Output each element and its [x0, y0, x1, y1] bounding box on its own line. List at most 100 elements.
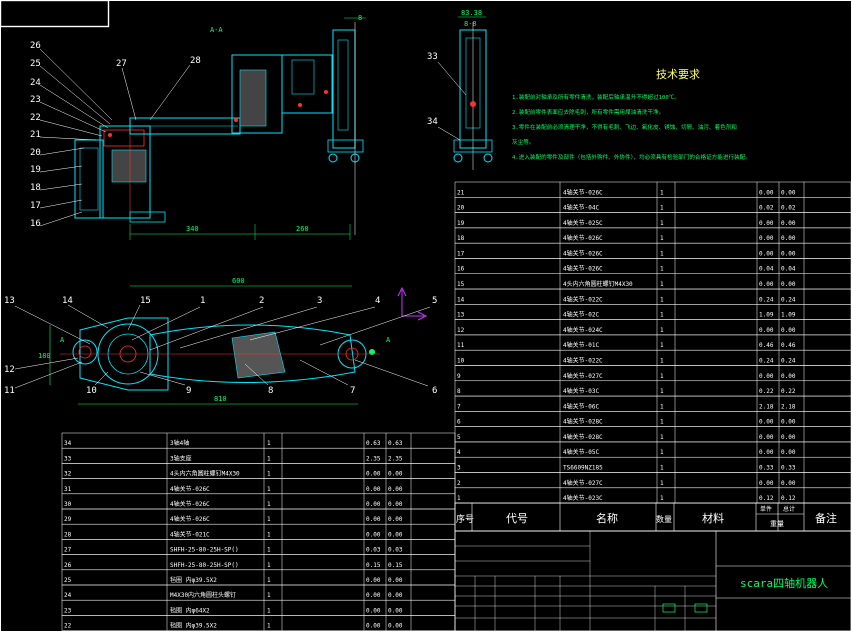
bom-cell: 1 — [267, 623, 271, 630]
bom-cell: 5 — [457, 434, 461, 441]
bom-cell: 0.15 — [388, 562, 403, 569]
bom-cell: 1.09 — [781, 312, 796, 319]
bom-cell: 1 — [660, 296, 664, 303]
bom-cell: 0.03 — [366, 547, 381, 554]
bom-cell: 29 — [64, 516, 72, 523]
balloon: 22 — [30, 113, 41, 123]
bom-cell: 1 — [267, 501, 271, 508]
bom-cell: 0.00 — [781, 281, 796, 288]
side-view: 83.38 8-8 33 34 — [427, 9, 493, 170]
bom-cell: 0.15 — [366, 562, 381, 569]
bom-cell: 0.00 — [388, 486, 403, 493]
bom-cell: 34 — [64, 440, 72, 447]
bom-cell: 0.00 — [366, 501, 381, 508]
bom-cell: 毡圈 内φ39.5X2 — [170, 622, 217, 630]
balloon: 19 — [30, 165, 41, 175]
dim-left-span: 340 — [186, 225, 199, 233]
bom-cell: 0.00 — [781, 250, 796, 257]
bom-cell: 1 — [660, 220, 664, 227]
balloon: 17 — [30, 201, 41, 211]
bom-cell: 0.00 — [366, 577, 381, 584]
dim-plan-height: 180 — [38, 352, 51, 360]
bom-cell: 1 — [660, 342, 664, 349]
bom-cell: 0.02 — [759, 205, 774, 212]
bom-cell: 1 — [660, 465, 664, 472]
bom-cell: 4轴关节-025C — [563, 219, 603, 227]
bom-cell: 4头内六角圆柱螺钉M4X30 — [170, 470, 240, 478]
balloon: 2 — [259, 296, 264, 306]
dim-side-inner: 8-8 — [464, 20, 477, 28]
balloon: 21 — [30, 130, 41, 140]
bom-cell: 0.63 — [388, 440, 403, 447]
bom-cell: 0.00 — [759, 281, 774, 288]
bom-cell: 1 — [660, 235, 664, 242]
bom-cell: 4轴关节-024C — [563, 326, 603, 334]
bom-cell: 23 — [64, 607, 72, 614]
bom-cell: 0.00 — [781, 480, 796, 487]
bom-cell: 4轴关节-027C — [563, 372, 603, 380]
bom-cell: 0.22 — [759, 388, 774, 395]
bom-cell: 0.46 — [759, 342, 774, 349]
bom-cell: 0.00 — [388, 592, 403, 599]
bom-cell: 4轴关节-028C — [563, 418, 603, 426]
bom-cell: 0.24 — [781, 357, 796, 364]
bom-cell: 0.00 — [366, 516, 381, 523]
balloon: 4 — [375, 296, 380, 306]
bom-cell: 12 — [457, 327, 465, 334]
product-title: scara四轴机器人 — [740, 576, 828, 590]
dim-plan-bottom: 810 — [214, 395, 227, 403]
bom-cell: 24 — [64, 592, 72, 599]
bom-cell: 1 — [660, 189, 664, 196]
bom-cell: 1.09 — [759, 312, 774, 319]
bom-cell: 32 — [64, 471, 72, 478]
bom-cell: 1 — [267, 577, 271, 584]
bom-cell: 33 — [64, 455, 72, 462]
bom-cell: 0.00 — [759, 250, 774, 257]
bom-cell: 1 — [267, 592, 271, 599]
bom-cell: 1 — [267, 516, 271, 523]
bom-cell: 11 — [457, 342, 465, 349]
bom-cell: 1 — [457, 495, 461, 502]
bom-cell: 0.33 — [781, 465, 796, 472]
bom-cell: 0.22 — [781, 388, 796, 395]
bom-cell: 0.00 — [366, 471, 381, 478]
bom-cell: 31 — [64, 486, 72, 493]
section-label: A-A — [210, 26, 223, 34]
bom-cell: 0.00 — [366, 531, 381, 538]
bom-cell: 1 — [660, 205, 664, 212]
bom-cell: 6 — [457, 419, 461, 426]
bom-cell: 0.00 — [781, 220, 796, 227]
bom-cell: 4轴关节-03C — [563, 387, 599, 395]
bom-cell: 1 — [267, 607, 271, 614]
technical-requirements: 技术要求 1.装配前对轴承及所有零件清洗，装配后轴承温升不得超过100℃。 2.… — [512, 68, 751, 161]
bom-cell: 0.00 — [388, 501, 403, 508]
bom-cell: 0.12 — [759, 495, 774, 502]
balloon: 11 — [4, 386, 15, 396]
balloon: 12 — [4, 365, 15, 375]
bom-cell: 2 — [457, 480, 461, 487]
bom-cell: 21 — [457, 189, 465, 196]
bom-cell: 22 — [64, 623, 72, 630]
bom-cell: 4轴关节-028C — [563, 433, 603, 441]
balloon: 25 — [30, 59, 41, 69]
bom-cell: 1 — [660, 480, 664, 487]
bom-cell: 15 — [457, 281, 465, 288]
bom-cell: 0.00 — [759, 449, 774, 456]
balloon: 6 — [432, 386, 437, 396]
bom-cell: 13 — [457, 312, 465, 319]
balloon: 14 — [62, 296, 73, 306]
